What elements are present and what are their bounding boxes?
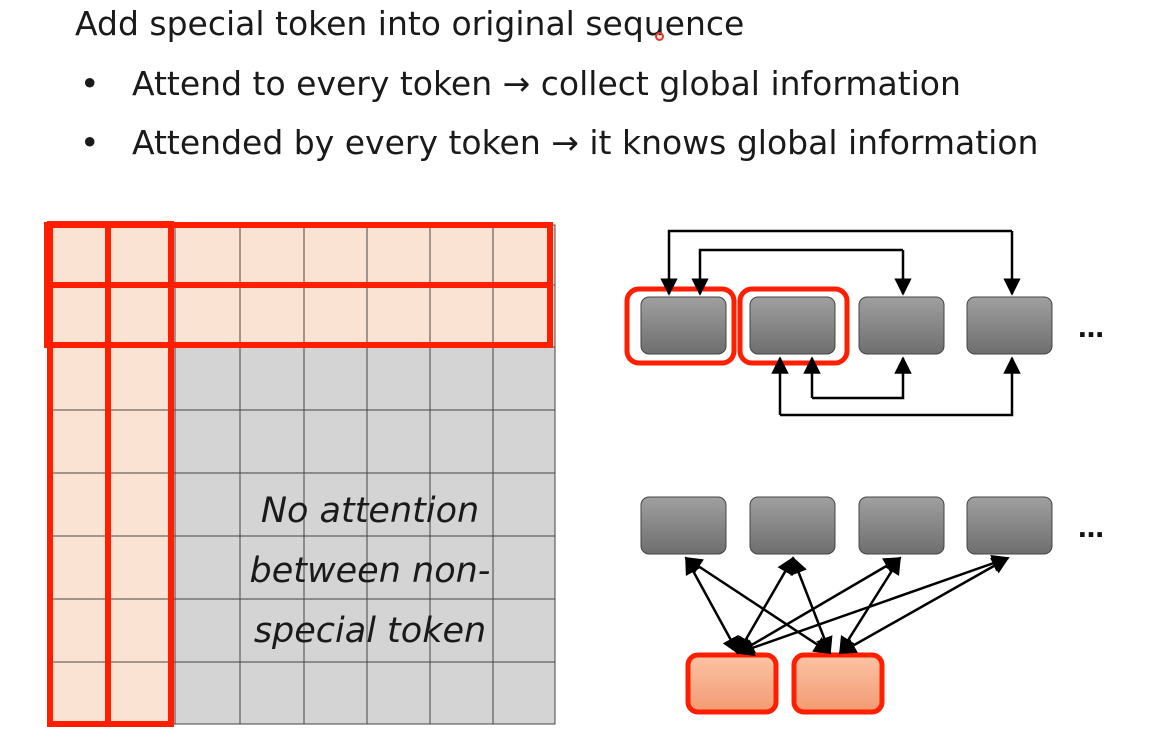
matrix-cell	[303, 661, 368, 725]
matrix-label-line-2: between non-	[250, 551, 491, 591]
matrix-cell	[366, 346, 431, 411]
special-matrix-cell	[107, 598, 176, 663]
bullet-marker: •	[80, 123, 100, 162]
special-matrix-cell	[49, 346, 109, 411]
matrix-cell	[492, 409, 556, 474]
matrix-cell	[174, 409, 241, 474]
bullet-item-2: • Attended by every token → it knows glob…	[80, 123, 1038, 162]
matrix-cell	[492, 472, 556, 537]
bottom-token-row: …	[640, 496, 1104, 715]
matrix-cell	[366, 409, 431, 474]
matrix-label-line-1: No attention	[261, 491, 479, 531]
special-matrix-cell	[429, 224, 494, 286]
special-matrix-cell	[174, 224, 241, 286]
special-matrix-cell	[174, 284, 241, 348]
special-matrix-cell	[107, 284, 176, 348]
special-matrix-cell	[492, 284, 556, 348]
token-box-5	[640, 496, 727, 555]
pointer-cursor-icon	[655, 32, 664, 41]
matrix-cell	[303, 535, 368, 600]
special-token-1-highlight	[624, 286, 737, 366]
bullet-text-1: Attend to every token → collect global i…	[132, 64, 961, 103]
special-matrix-cell	[239, 224, 305, 286]
bullet-text-2: Attended by every token → it knows globa…	[132, 123, 1039, 162]
slide-heading: Add special token into original sequence	[75, 4, 745, 43]
arrow-bottom-inner	[812, 356, 912, 400]
special-matrix-cell	[107, 346, 176, 411]
top-ellipsis: …	[1078, 314, 1104, 344]
attention-matrix	[49, 224, 556, 725]
special-token-box-1	[685, 652, 779, 715]
special-matrix-cell	[49, 661, 109, 725]
special-matrix-cell	[49, 284, 109, 348]
special-matrix-cell	[49, 224, 109, 286]
matrix-cell	[492, 346, 556, 411]
special-matrix-cell	[107, 661, 176, 725]
matrix-cell	[239, 598, 305, 663]
special-matrix-cell	[303, 284, 368, 348]
special-matrix-cell	[492, 224, 556, 286]
bullet-marker: •	[80, 64, 100, 103]
special-matrix-cell	[429, 284, 494, 348]
bottom-ellipsis: …	[1078, 514, 1104, 544]
matrix-cell	[366, 661, 431, 725]
matrix-cell	[239, 346, 305, 411]
matrix-cell	[174, 346, 241, 411]
special-token-2-highlight	[737, 286, 850, 366]
matrix-cell	[429, 661, 494, 725]
matrix-cell	[174, 598, 241, 663]
special-matrix-cell	[107, 472, 176, 537]
token-box-1	[640, 296, 727, 355]
matrix-cell	[429, 598, 494, 663]
matrix-cell	[303, 598, 368, 663]
matrix-cell	[174, 472, 241, 537]
arrow-top-inner	[691, 248, 903, 296]
special-matrix-cell	[107, 409, 176, 474]
matrix-cell	[239, 409, 305, 474]
special-row-col-highlights	[44, 221, 553, 727]
special-matrix-cell	[49, 598, 109, 663]
special-matrix-cell	[366, 224, 431, 286]
matrix-cell	[492, 661, 556, 725]
bullet-item-1: • Attend to every token → collect global …	[80, 64, 961, 103]
special-matrix-cell	[107, 224, 176, 286]
matrix-cell	[303, 346, 368, 411]
matrix-label-line-3: special token	[254, 611, 486, 651]
special-col-2-border	[105, 221, 174, 727]
matrix-cell	[239, 661, 305, 725]
special-matrix-cell	[49, 535, 109, 600]
special-matrix-cell	[239, 284, 305, 348]
special-matrix-cell	[303, 224, 368, 286]
matrix-cell	[174, 535, 241, 600]
token-box-8	[966, 496, 1053, 555]
arrow-top-outer	[660, 229, 1012, 296]
arrow-bottom-outer	[780, 356, 1021, 417]
matrix-cell	[303, 409, 368, 474]
top-token-row: …	[624, 229, 1104, 417]
matrix-cell	[492, 598, 556, 663]
special-token-box-2	[791, 652, 885, 715]
token-box-2	[749, 296, 836, 355]
special-matrix-cell	[107, 535, 176, 600]
special-matrix-cell	[366, 284, 431, 348]
matrix-cell	[492, 535, 556, 600]
matrix-cell	[429, 346, 494, 411]
token-box-4	[966, 296, 1053, 355]
token-box-7	[858, 496, 945, 555]
token-box-3	[858, 296, 945, 355]
bidirectional-arrows	[684, 554, 1010, 657]
special-matrix-cell	[49, 409, 109, 474]
special-matrix-cell	[49, 472, 109, 537]
matrix-cell	[174, 661, 241, 725]
matrix-cell	[429, 409, 494, 474]
token-box-6	[749, 496, 836, 555]
